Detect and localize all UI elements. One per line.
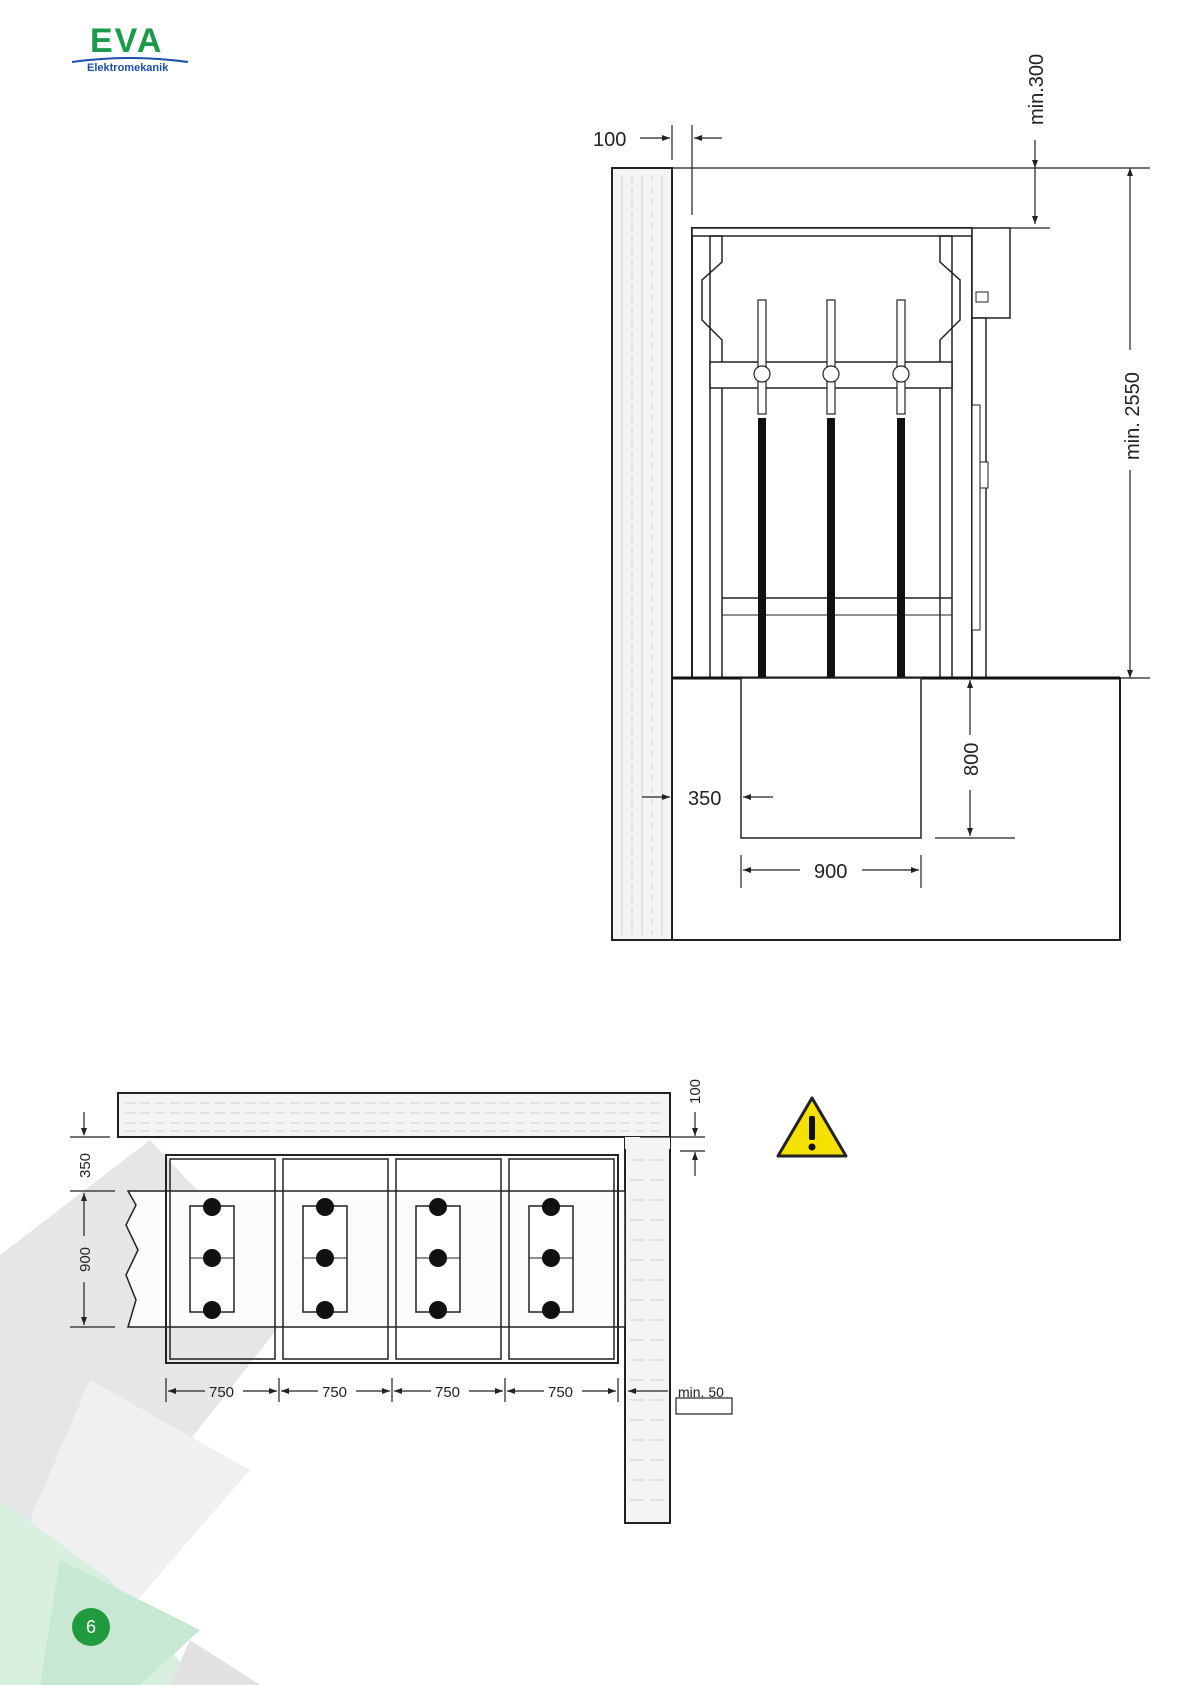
plan-side-wall xyxy=(625,1137,670,1523)
dim-panel-1: 750 xyxy=(209,1384,234,1401)
dim-wall-gap: 100 xyxy=(593,129,626,151)
dim-panel-4: 750 xyxy=(548,1384,573,1401)
plan-view-drawing: 350 900 100 750 750 750 750 min. 50 xyxy=(0,1060,1192,1540)
dim-trench: 900 xyxy=(77,1247,94,1272)
cable-trench xyxy=(741,678,921,838)
plan-cable-group-1 xyxy=(190,1198,234,1319)
dim-trench-offset: 350 xyxy=(688,788,721,810)
dim-height: min. 2550 xyxy=(1122,372,1144,460)
warning-triangle-icon xyxy=(778,1098,846,1156)
dim-wall-thickness: 100 xyxy=(687,1079,704,1104)
side-view-drawing: 100 min.300 min. 2550 xyxy=(0,0,1192,960)
plan-cable-group-3 xyxy=(416,1198,460,1319)
dim-panel-2: 750 xyxy=(322,1384,347,1401)
plan-cable-group-2 xyxy=(303,1198,347,1319)
dim-front-gap: 350 xyxy=(77,1153,94,1178)
control-box xyxy=(972,228,1010,318)
dim-ceiling: min.300 xyxy=(1026,54,1048,125)
plan-back-wall xyxy=(118,1093,670,1137)
dim-trench-width: 900 xyxy=(814,861,847,883)
page-number-badge: 6 xyxy=(72,1608,110,1646)
plan-cable-group-4 xyxy=(529,1198,573,1319)
bg-shape-gray-3 xyxy=(170,1640,260,1685)
dim-trench-depth: 800 xyxy=(961,743,983,776)
dim-panel-3: 750 xyxy=(435,1384,460,1401)
